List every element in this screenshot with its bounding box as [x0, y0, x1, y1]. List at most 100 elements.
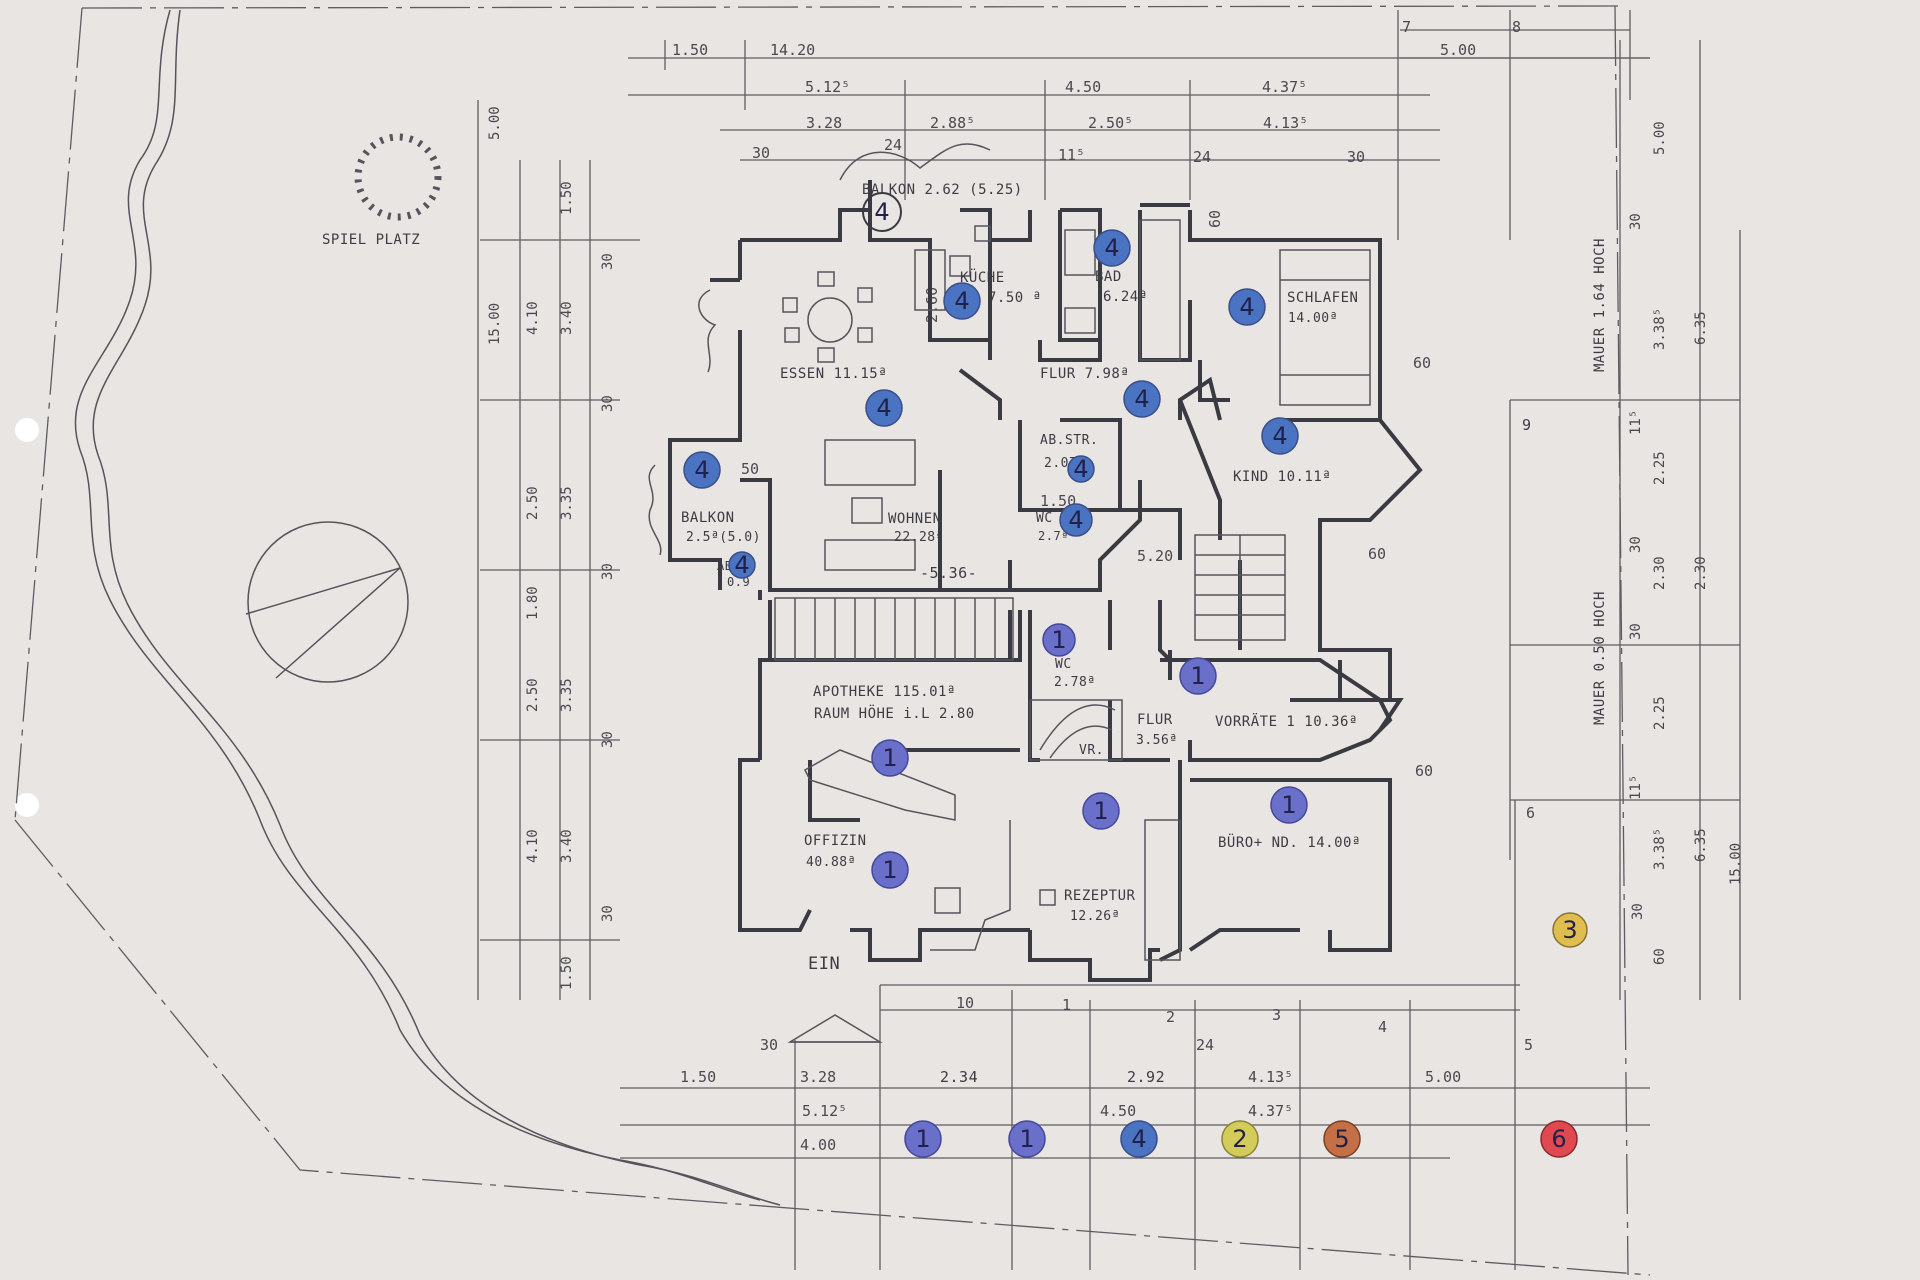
dim-top-12: 4.13⁵ — [1263, 114, 1308, 132]
balcony-plants-icon — [648, 143, 991, 556]
dim-top-5: 8 — [1512, 18, 1521, 36]
dim-left-10: 30 — [600, 563, 616, 580]
room-label-offizin-area: 40.88ª — [806, 855, 856, 870]
dim-top-22: 5.20 — [1137, 547, 1173, 565]
dim-bottom-6: 30 — [760, 1036, 778, 1054]
room-label-ab-small: AB — [717, 559, 732, 573]
marker-number: 1 — [1093, 797, 1108, 825]
entrance-canopy-icon — [787, 1014, 883, 1043]
marker-number: 2 — [1232, 1125, 1247, 1153]
marker-number: 1 — [882, 856, 897, 884]
playground-symbol — [354, 133, 442, 221]
dim-top-19: 60 — [1368, 545, 1386, 563]
dim-top-3: 5.00 — [1440, 41, 1476, 59]
marker-4-flur: 4 — [1123, 380, 1161, 418]
dim-bottom-19: 5 — [1524, 1036, 1533, 1054]
dim-top-18: 60 — [1413, 354, 1431, 372]
terrain-contour — [74, 9, 781, 1206]
dim-right-9: 2.30 — [1693, 556, 1709, 590]
marker-4-kueche: 4 — [943, 282, 981, 320]
marker-number: 4 — [1068, 506, 1083, 534]
dim-left-15: 4.10 — [525, 829, 541, 863]
dim-top-28: 9 — [1522, 416, 1532, 434]
room-label-ein: EIN — [808, 954, 840, 974]
stairs-upper-right — [1194, 534, 1286, 641]
dim-top-2: 14.20 — [770, 41, 815, 59]
dim-right-6: 2.25 — [1652, 451, 1668, 485]
dim-right-15: 15.00 — [1728, 843, 1744, 885]
dim-top-25: 50 — [741, 460, 759, 478]
marker-outline-4-number: 4 — [874, 198, 889, 226]
marker-1-buero: 1 — [1270, 786, 1308, 824]
marker-1-rezeptur: 1 — [1082, 792, 1120, 830]
dim-bottom-12: 4.13⁵ — [1248, 1068, 1293, 1086]
marker-4-schlafen: 4 — [1228, 288, 1266, 326]
dim-bottom-2: 1 — [1062, 996, 1071, 1014]
dim-right-11: 2.25 — [1652, 696, 1668, 730]
dim-top-23: -5.36- — [920, 564, 977, 582]
legend-marker-5: 5 — [1323, 1120, 1361, 1158]
dim-left-1: 5.00 — [487, 106, 503, 140]
marker-number: 4 — [1073, 455, 1088, 483]
room-label-schlafen: SCHLAFEN — [1287, 290, 1358, 306]
marker-outline-4: 4 — [862, 192, 902, 232]
marker-number: 6 — [1551, 1125, 1566, 1153]
dim-left-13: 3.35 — [559, 678, 575, 712]
marker-number: 1 — [1190, 662, 1205, 690]
marker-4-bad: 4 — [1093, 229, 1131, 267]
marker-number: 4 — [1272, 422, 1287, 450]
dim-left-7: 30 — [600, 395, 616, 412]
room-label-balkon-left: BALKON — [681, 510, 735, 526]
marker-number: 4 — [954, 287, 969, 315]
sofa-icon — [824, 439, 916, 571]
dim-left-5: 4.10 — [525, 301, 541, 335]
north-arrow-icon — [245, 521, 409, 683]
dim-top-4: 7 — [1402, 18, 1411, 36]
marker-number: 4 — [734, 551, 749, 579]
dim-bottom-1: 10 — [956, 994, 974, 1012]
dim-top-14: 24 — [884, 136, 902, 154]
dim-bottom-4: 3 — [1272, 1006, 1281, 1024]
dim-top-1: 1.50 — [672, 41, 708, 59]
dim-top-9: 3.28 — [806, 114, 842, 132]
dining-table-icon — [782, 271, 873, 363]
dim-left-16: 3.40 — [559, 829, 575, 863]
dim-top-17: 30 — [1347, 148, 1365, 166]
dim-left-8: 2.50 — [525, 486, 541, 520]
dim-left-12: 2.50 — [525, 678, 541, 712]
marker-4-balkon: 4 — [683, 451, 721, 489]
dim-right-7: 30 — [1628, 536, 1644, 553]
dim-left-18: 1.50 — [559, 956, 575, 990]
dim-top-21: 60 — [1206, 210, 1224, 228]
legend-marker-1a: 1 — [904, 1120, 942, 1158]
room-label-apotheke: APOTHEKE 115.01ª — [813, 684, 956, 700]
room-label-offizin: OFFIZIN — [804, 833, 867, 849]
room-label-wc-mid-area: 2.78ª — [1054, 675, 1096, 690]
marker-1-apotheke: 1 — [871, 739, 909, 777]
room-label-wc-top-area: 2.7ª — [1038, 529, 1069, 543]
legend-marker-4: 4 — [1120, 1120, 1158, 1158]
stairs-spiral — [1029, 699, 1123, 761]
property-boundary — [14, 5, 1651, 1276]
marker-4-abstr: 4 — [1067, 455, 1095, 483]
room-label-wohnen-area: 22.28ª — [894, 530, 944, 545]
dim-bottom-7: 24 — [1196, 1036, 1214, 1054]
dim-bottom-17: 4.00 — [800, 1136, 836, 1154]
marker-number: 1 — [882, 744, 897, 772]
marker-number: 4 — [1104, 234, 1119, 262]
dimension-lines-left — [477, 100, 640, 1000]
dim-bottom-18: 6 — [1526, 804, 1535, 822]
stairs-main — [774, 597, 1014, 661]
room-label-flur-top: FLUR 7.98ª — [1040, 366, 1129, 382]
room-label-rezeptur-area: 12.26ª — [1070, 909, 1120, 924]
marker-4-wc: 4 — [1059, 503, 1093, 537]
marker-4-kind: 4 — [1261, 417, 1299, 455]
dim-bottom-11: 2.92 — [1127, 1068, 1165, 1086]
room-label-vr: VR. — [1079, 743, 1104, 758]
dim-left-2: 1.50 — [559, 181, 575, 215]
marker-number: 1 — [1281, 791, 1296, 819]
room-label-raumhoehe: RAUM HÖHE i.L 2.80 — [814, 704, 975, 722]
marker-1-offizin: 1 — [871, 851, 909, 889]
